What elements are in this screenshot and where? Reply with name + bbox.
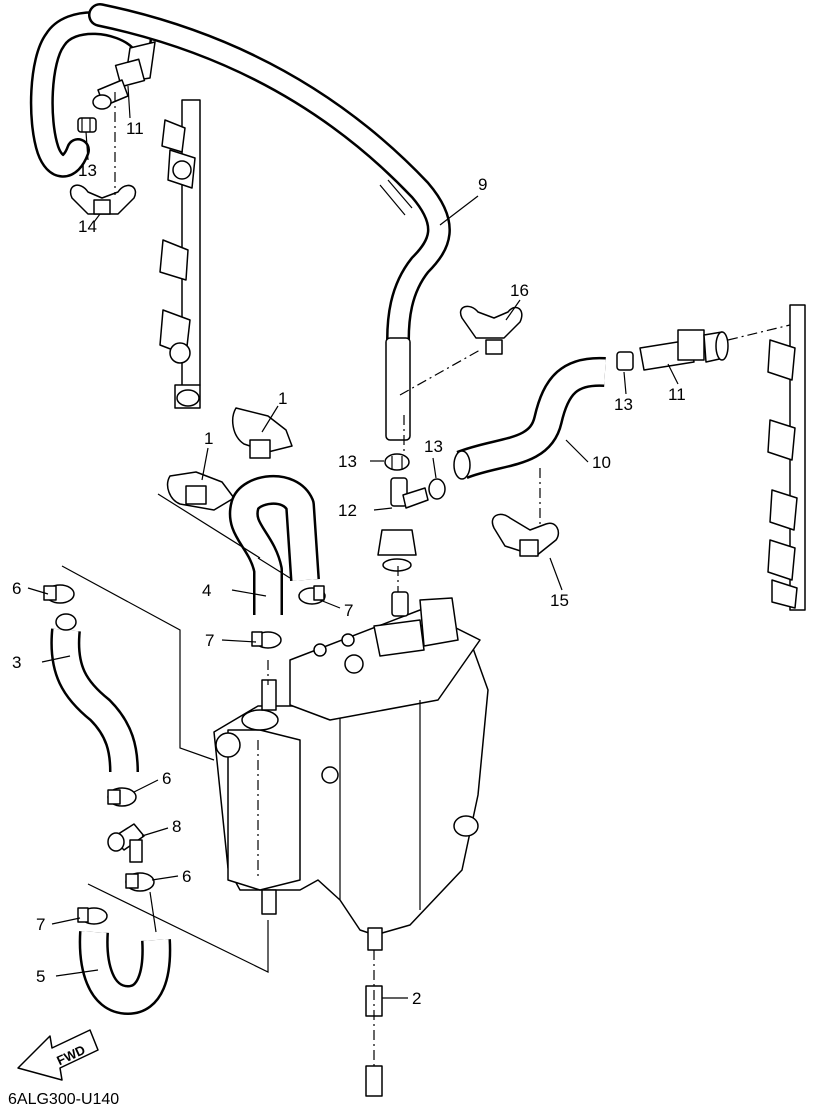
clip-7-upper <box>298 585 326 605</box>
callout-13-right: 13 <box>614 395 633 414</box>
callout-3: 3 <box>12 653 21 672</box>
callout-13-center-left: 13 <box>338 452 357 471</box>
clip-13-right <box>616 351 634 371</box>
hose-2 <box>365 950 383 1097</box>
callout-7-upper: 7 <box>344 601 353 620</box>
clip-13-center <box>384 453 446 500</box>
quick-connector-11-right <box>639 324 791 371</box>
callout-7-lower: 7 <box>36 915 45 934</box>
holder-1-lower <box>166 471 235 511</box>
fuel-rail-left <box>159 99 201 409</box>
clip-6-lower <box>125 872 155 892</box>
callout-6-lower: 6 <box>182 867 191 886</box>
fwd-arrow: FWD <box>17 1029 99 1081</box>
assembly-lines <box>61 92 541 973</box>
clip-7-middle <box>251 631 282 649</box>
hose-9 <box>29 3 451 441</box>
callout-10: 10 <box>592 453 611 472</box>
hose-4 <box>228 475 320 615</box>
hose-3 <box>50 613 139 773</box>
fuel-rail-right <box>767 304 806 611</box>
callout-13-center-right: 13 <box>424 437 443 456</box>
callout-9: 9 <box>478 175 487 194</box>
diagram-code: 6ALG300-U140 <box>8 1091 119 1108</box>
callout-11-right: 11 <box>668 385 686 404</box>
callout-labels: 1 1 2 3 4 5 6 6 6 7 7 7 8 9 10 11 11 12 … <box>12 119 686 1008</box>
callout-14: 14 <box>78 217 97 236</box>
joint-8 <box>107 823 145 863</box>
hose-10 <box>453 356 606 480</box>
callout-5: 5 <box>36 967 45 986</box>
joint-12 <box>377 477 429 572</box>
holder-14 <box>69 184 137 215</box>
callout-2: 2 <box>412 989 421 1008</box>
callout-6-middle: 6 <box>162 769 171 788</box>
leader-lines <box>27 85 679 999</box>
callout-12: 12 <box>338 501 357 520</box>
callout-8: 8 <box>172 817 181 836</box>
callout-1-upper: 1 <box>278 389 287 408</box>
callout-4: 4 <box>202 581 211 600</box>
clip-13-top-left <box>77 117 97 133</box>
clip-6-top <box>43 584 75 604</box>
clip-6-middle <box>107 787 137 807</box>
hose-5 <box>78 931 172 1015</box>
callout-6-top: 6 <box>12 579 21 598</box>
clip-7-lower <box>77 907 108 925</box>
callout-16: 16 <box>510 281 529 300</box>
callout-1-lower: 1 <box>204 429 213 448</box>
holder-1-upper <box>231 407 293 459</box>
callout-15: 15 <box>550 591 569 610</box>
callout-7-middle: 7 <box>205 631 214 650</box>
quick-connector-11-left <box>92 41 156 110</box>
vapor-separator <box>213 591 489 951</box>
holder-15 <box>491 513 560 557</box>
callout-13-top-left: 13 <box>78 161 97 180</box>
holder-16 <box>459 305 523 355</box>
callout-11-left: 11 <box>126 119 144 138</box>
